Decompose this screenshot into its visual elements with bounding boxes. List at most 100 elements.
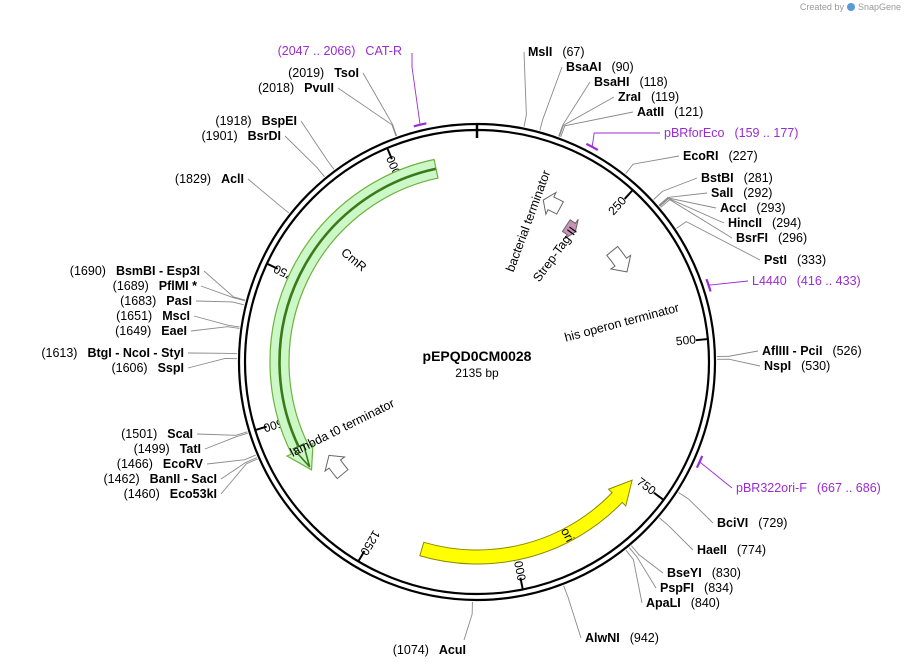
primer-range: (416 .. 433) bbox=[797, 274, 861, 288]
backbone bbox=[237, 122, 717, 602]
enzyme-label-line bbox=[247, 178, 290, 214]
feature-bacterial-terminator[interactable] bbox=[542, 191, 565, 216]
enzyme-position: (1074) bbox=[393, 643, 429, 657]
primer-label-line bbox=[708, 280, 749, 286]
enzyme-bstbi[interactable]: BstBI(281) bbox=[701, 171, 773, 185]
enzyme-position: (1901) bbox=[202, 129, 238, 143]
enzyme-tsoi[interactable]: (2019)TsoI bbox=[288, 66, 359, 80]
primer-pbrforeco-arc[interactable] bbox=[585, 142, 599, 151]
enzyme-bspei[interactable]: (1918)BspEI bbox=[215, 114, 297, 128]
primer-pbr322ori-f[interactable]: pBR322ori-F(667 .. 686) bbox=[736, 481, 881, 495]
enzyme-acui[interactable]: (1074)AcuI bbox=[393, 643, 466, 657]
enzyme-pspfi[interactable]: PspFI(834) bbox=[660, 581, 733, 595]
enzyme-position: (1683) bbox=[120, 294, 156, 308]
snapgene-logo-icon bbox=[846, 3, 855, 11]
enzyme-sspi[interactable]: (1606)SspI bbox=[111, 361, 184, 375]
enzyme-label-line bbox=[220, 457, 258, 480]
feature-lambda-t0-terminator[interactable] bbox=[324, 454, 349, 480]
enzyme-pasi[interactable]: (1683)PasI bbox=[120, 294, 192, 308]
enzyme-bsahi[interactable]: BsaHI(118) bbox=[594, 75, 668, 89]
enzyme-label-line bbox=[220, 458, 258, 495]
enzyme-label-line bbox=[523, 51, 527, 127]
primer-l4440[interactable]: L4440 (416 .. 433) bbox=[752, 274, 861, 288]
enzyme-name: MscI bbox=[162, 309, 190, 323]
enzyme-name: HincII bbox=[728, 216, 762, 230]
enzyme-pvuii[interactable]: (2018)PvuII bbox=[258, 81, 334, 95]
enzyme-label-line bbox=[560, 111, 634, 138]
enzyme-name: ScaI bbox=[167, 427, 193, 441]
enzyme-label-line bbox=[659, 517, 694, 551]
primer-label-line bbox=[591, 132, 660, 147]
enzyme-label-line bbox=[625, 155, 680, 174]
feature-his-operon-terminator[interactable] bbox=[606, 245, 632, 273]
tick-mark bbox=[653, 491, 664, 501]
enzyme-eaei[interactable]: (1649)EaeI bbox=[115, 324, 187, 338]
feature-cmr[interactable] bbox=[269, 158, 439, 471]
feature-ori[interactable] bbox=[419, 479, 633, 565]
enzyme-afliii-pcii[interactable]: AflIII - PciI(526) bbox=[762, 344, 862, 358]
enzyme-position: (293) bbox=[756, 201, 785, 215]
enzyme-banii-saci[interactable]: (1462)BanII - SacI bbox=[103, 472, 217, 486]
enzyme-msli[interactable]: MslI(67) bbox=[528, 45, 585, 59]
enzyme-hincii[interactable]: HincII(294) bbox=[728, 216, 801, 230]
tick-mark bbox=[255, 425, 267, 431]
enzyme-bcivi[interactable]: BciVI(729) bbox=[717, 516, 787, 530]
enzyme-alwni[interactable]: AlwNI(942) bbox=[585, 631, 659, 645]
enzyme-tati[interactable]: (1499)TatI bbox=[134, 442, 201, 456]
enzyme-label-line bbox=[337, 87, 397, 137]
enzyme-bseyi[interactable]: BseYI(830) bbox=[667, 566, 741, 580]
enzyme-btgi-ncoi-styi[interactable]: (1613)BtgI - NcoI - StyI bbox=[41, 346, 184, 360]
primer-name: L4440 bbox=[752, 274, 787, 288]
enzyme-acci[interactable]: AccI(293) bbox=[720, 201, 786, 215]
enzyme-bsmbi-esp3i[interactable]: (1690) BsmBI - Esp3I bbox=[70, 264, 200, 278]
tick-mark bbox=[357, 550, 366, 561]
enzyme-name: EcoRI bbox=[683, 149, 718, 163]
primer-cat-r[interactable]: (2047 .. 2066)CAT-R bbox=[278, 44, 402, 58]
enzyme-msci[interactable]: (1651) MscI bbox=[116, 309, 190, 323]
enzyme-position: (121) bbox=[674, 105, 703, 119]
enzyme-position: (292) bbox=[743, 186, 772, 200]
enzyme-name: AatII bbox=[637, 105, 664, 119]
enzyme-scai[interactable]: (1501)ScaI bbox=[121, 427, 193, 441]
enzyme-name: BsaHI bbox=[594, 75, 629, 89]
enzyme-position: (830) bbox=[712, 566, 741, 580]
enzyme-ecorv[interactable]: (1466)EcoRV bbox=[117, 457, 204, 471]
enzyme-apali[interactable]: ApaLI(840) bbox=[646, 596, 720, 610]
enzyme-sali[interactable]: SalI(292) bbox=[711, 186, 772, 200]
primer-pbrforeco[interactable]: pBRforEco(159 .. 177) bbox=[664, 126, 798, 140]
enzyme-ecori[interactable]: EcoRI(227) bbox=[683, 149, 758, 163]
feature-label-strep-tag-ii: Strep-Tag II bbox=[530, 224, 580, 284]
primer-range: (159 .. 177) bbox=[734, 126, 798, 140]
enzyme-nspi[interactable]: NspI (530) bbox=[764, 359, 830, 373]
enzyme-label-line bbox=[195, 300, 245, 306]
enzyme-position: (530) bbox=[801, 359, 830, 373]
plasmid-center: pEPQD0CM0028 2135 bp bbox=[423, 348, 532, 380]
enzyme-label-line bbox=[558, 96, 615, 137]
enzyme-eco53ki[interactable]: (1460)Eco53kI bbox=[124, 487, 217, 501]
enzyme-label-line bbox=[678, 492, 714, 524]
enzyme-pflmi[interactable]: (1689)PflMI * bbox=[113, 279, 197, 293]
enzyme-bsrfi[interactable]: BsrFI(296) bbox=[736, 231, 807, 245]
enzyme-position: (840) bbox=[691, 596, 720, 610]
enzyme-zrai[interactable]: ZraI(119) bbox=[618, 90, 679, 104]
enzyme-position: (1690) bbox=[70, 264, 106, 278]
enzyme-position: (1466) bbox=[117, 457, 153, 471]
enzyme-position: (1651) bbox=[116, 309, 152, 323]
enzyme-bsrdi[interactable]: (1901)BsrDI bbox=[202, 129, 281, 143]
enzyme-psti[interactable]: PstI(333) bbox=[764, 253, 826, 267]
enzyme-name: NspI bbox=[764, 359, 791, 373]
enzyme-acli[interactable]: (1829)AclI bbox=[175, 172, 244, 186]
primer-name: pBR322ori-F bbox=[736, 481, 807, 495]
enzyme-aatii[interactable]: AatII (121) bbox=[637, 105, 703, 119]
enzyme-position: (1689) bbox=[113, 279, 149, 293]
primer-pbr322ori-f-arc[interactable] bbox=[695, 455, 704, 469]
feature-label-cmr: CmR bbox=[338, 245, 369, 274]
enzyme-haeii[interactable]: HaeII(774) bbox=[697, 543, 766, 557]
enzyme-name: BsmBI - Esp3I bbox=[116, 264, 200, 278]
primer-cat-r-arc[interactable] bbox=[413, 122, 427, 128]
snapgene-credit: Created by SnapGene bbox=[800, 2, 901, 12]
feature-strep-tag-ii[interactable] bbox=[561, 218, 579, 240]
enzyme-bsaai[interactable]: BsaAI(90) bbox=[566, 60, 634, 74]
enzyme-label-line bbox=[716, 350, 759, 357]
